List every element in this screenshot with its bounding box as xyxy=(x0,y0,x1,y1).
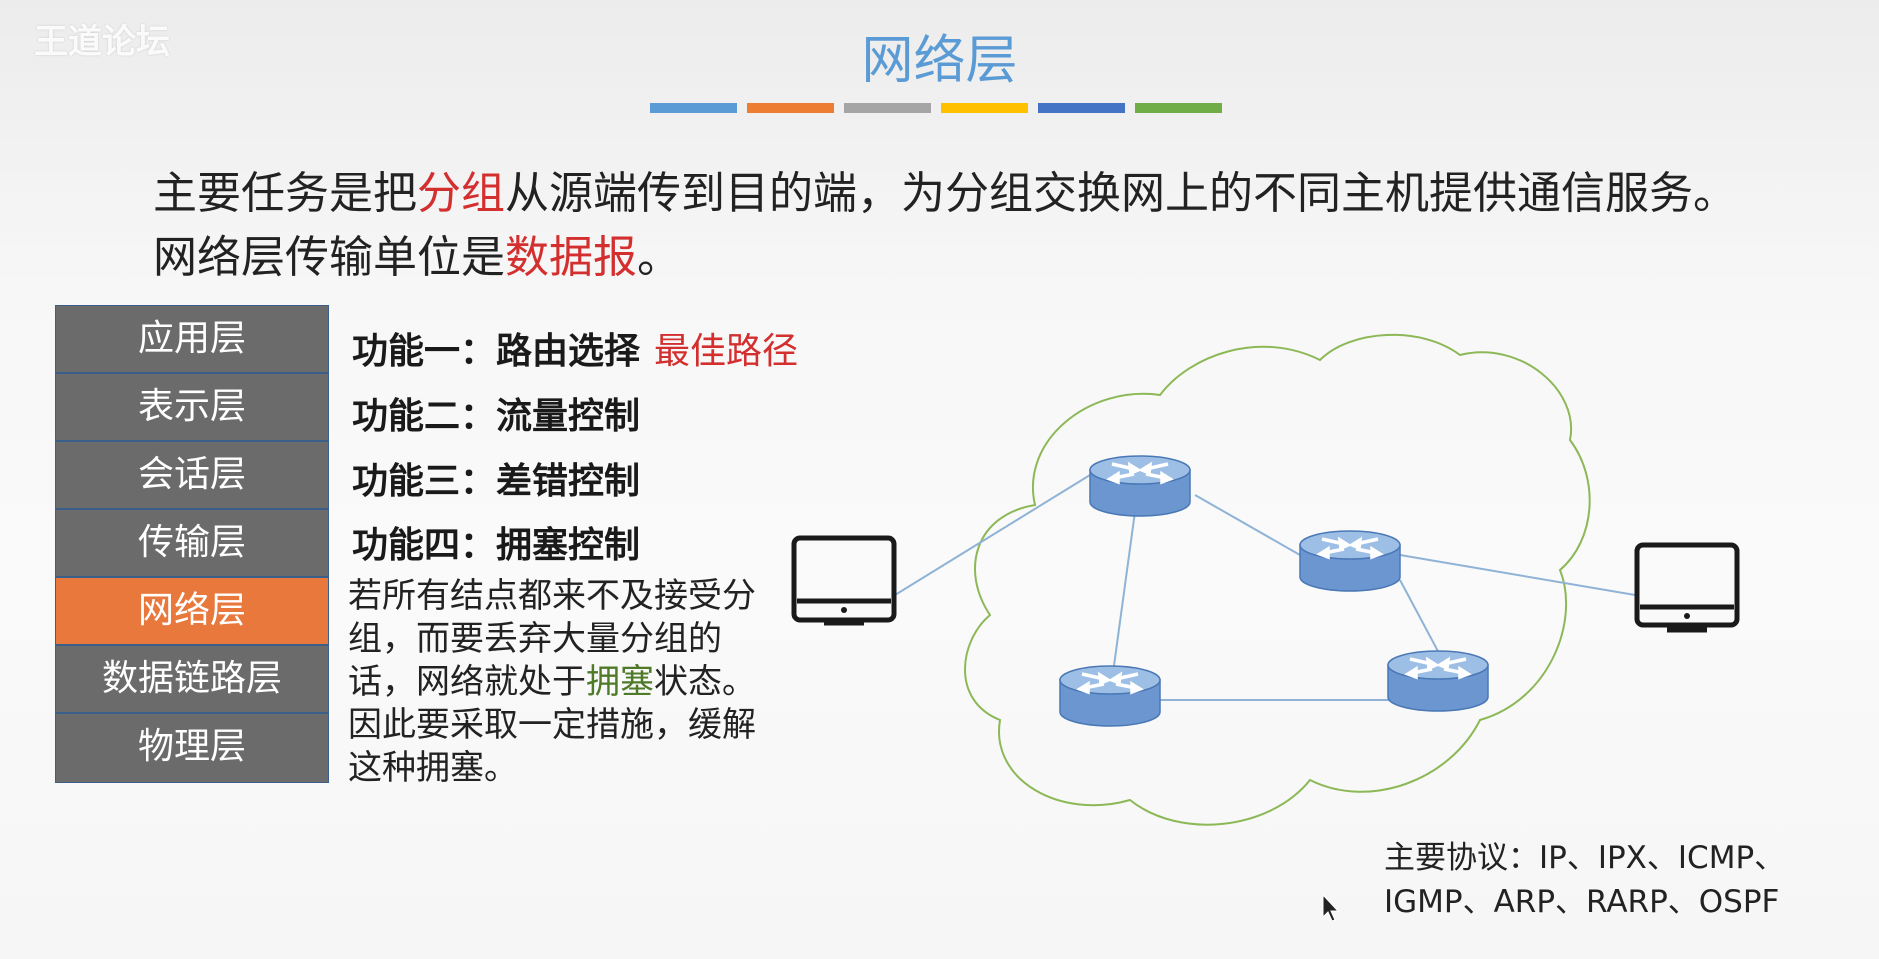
highlight-datagram: 数据报 xyxy=(505,232,637,283)
network-cloud xyxy=(964,333,1591,826)
mouse-cursor-icon xyxy=(1322,893,1340,922)
congestion-description: 若所有结点都来不及接受分组，而要丢弃大量分组的话，网络就处于拥塞状态。因此要采取… xyxy=(348,575,768,790)
osi-layer-application: 应用层 xyxy=(56,306,328,374)
protocol-line-2: IGMP、ARP、RARP、OSPF xyxy=(1384,884,1780,920)
function-2: 功能二：流量控制 xyxy=(352,387,640,439)
osi-layer-physical: 物理层 xyxy=(56,714,328,782)
link-r1-r2 xyxy=(1194,494,1301,556)
highlight-congestion: 拥塞 xyxy=(586,662,654,702)
function-1: 功能一：路由选择最佳路径 xyxy=(352,322,798,374)
router-icon-1 xyxy=(1088,454,1192,518)
main-line-1: 主要任务是把分组从源端传到目的端，为分组交换网上的不同主机提供通信服务。 xyxy=(153,162,1737,226)
main-line1-text-b: 从源端传到目的端，为分组交换网上的不同主机提供通信服务。 xyxy=(505,168,1737,219)
network-links xyxy=(894,474,1636,701)
osi-layer-stack: 应用层 表示层 会话层 传输层 网络层 数据链路层 物理层 xyxy=(55,305,329,783)
router-icon-2 xyxy=(1298,529,1402,593)
desc-text-2: 状态。因此要采取一定措施，缓解这种拥塞。 xyxy=(348,662,756,788)
function-4-label: 功能四：拥塞控制 xyxy=(352,525,641,566)
link-pc-left-router xyxy=(894,474,1091,596)
computer-icon-left xyxy=(791,535,897,626)
link-r2-r4 xyxy=(1399,579,1441,656)
router-icon-3 xyxy=(1058,664,1162,728)
protocol-line-1: 主要协议：IP、IPX、ICMP、 xyxy=(1384,840,1786,876)
router-icon-4 xyxy=(1386,649,1490,713)
function-3-label: 功能三：差错控制 xyxy=(352,461,641,502)
highlight-packet: 分组 xyxy=(417,168,505,219)
osi-layer-datalink: 数据链路层 xyxy=(56,646,328,714)
function-1-label: 功能一：路由选择 xyxy=(352,331,641,372)
function-4: 功能四：拥塞控制 xyxy=(352,516,640,568)
main-description: 主要任务是把分组从源端传到目的端，为分组交换网上的不同主机提供通信服务。 网络层… xyxy=(153,162,1737,290)
main-line1-text-a: 主要任务是把 xyxy=(153,168,417,219)
osi-layer-transport: 传输层 xyxy=(56,510,328,578)
osi-layer-session: 会话层 xyxy=(56,442,328,510)
osi-layer-network: 网络层 xyxy=(56,578,328,646)
link-r2-pc-right xyxy=(1399,554,1636,596)
slide-title: 网络层 xyxy=(861,31,1018,91)
osi-layer-presentation: 表示层 xyxy=(56,374,328,442)
color-bar-2 xyxy=(747,103,834,113)
watermark-logo: 王道论坛 xyxy=(34,22,170,62)
color-bar-6 xyxy=(1135,103,1222,113)
function-2-label: 功能二：流量控制 xyxy=(352,396,641,437)
color-bar-4 xyxy=(941,103,1028,113)
color-bar-5 xyxy=(1038,103,1125,113)
main-line2-text-a: 网络层传输单位是 xyxy=(153,232,505,283)
main-line-2: 网络层传输单位是数据报。 xyxy=(153,226,1737,290)
color-bar-3 xyxy=(844,103,931,113)
desc-text-1: 若所有结点都来不及接受分组，而要丢弃大量分组的话，网络就处于 xyxy=(348,576,756,702)
function-3: 功能三：差错控制 xyxy=(352,452,640,504)
function-1-note: 最佳路径 xyxy=(654,331,799,372)
color-bar-1 xyxy=(650,103,737,113)
computer-icon-right xyxy=(1634,542,1740,633)
protocol-list: 主要协议：IP、IPX、ICMP、 IGMP、ARP、RARP、OSPF xyxy=(1384,836,1785,924)
main-line2-text-b: 。 xyxy=(637,232,681,283)
